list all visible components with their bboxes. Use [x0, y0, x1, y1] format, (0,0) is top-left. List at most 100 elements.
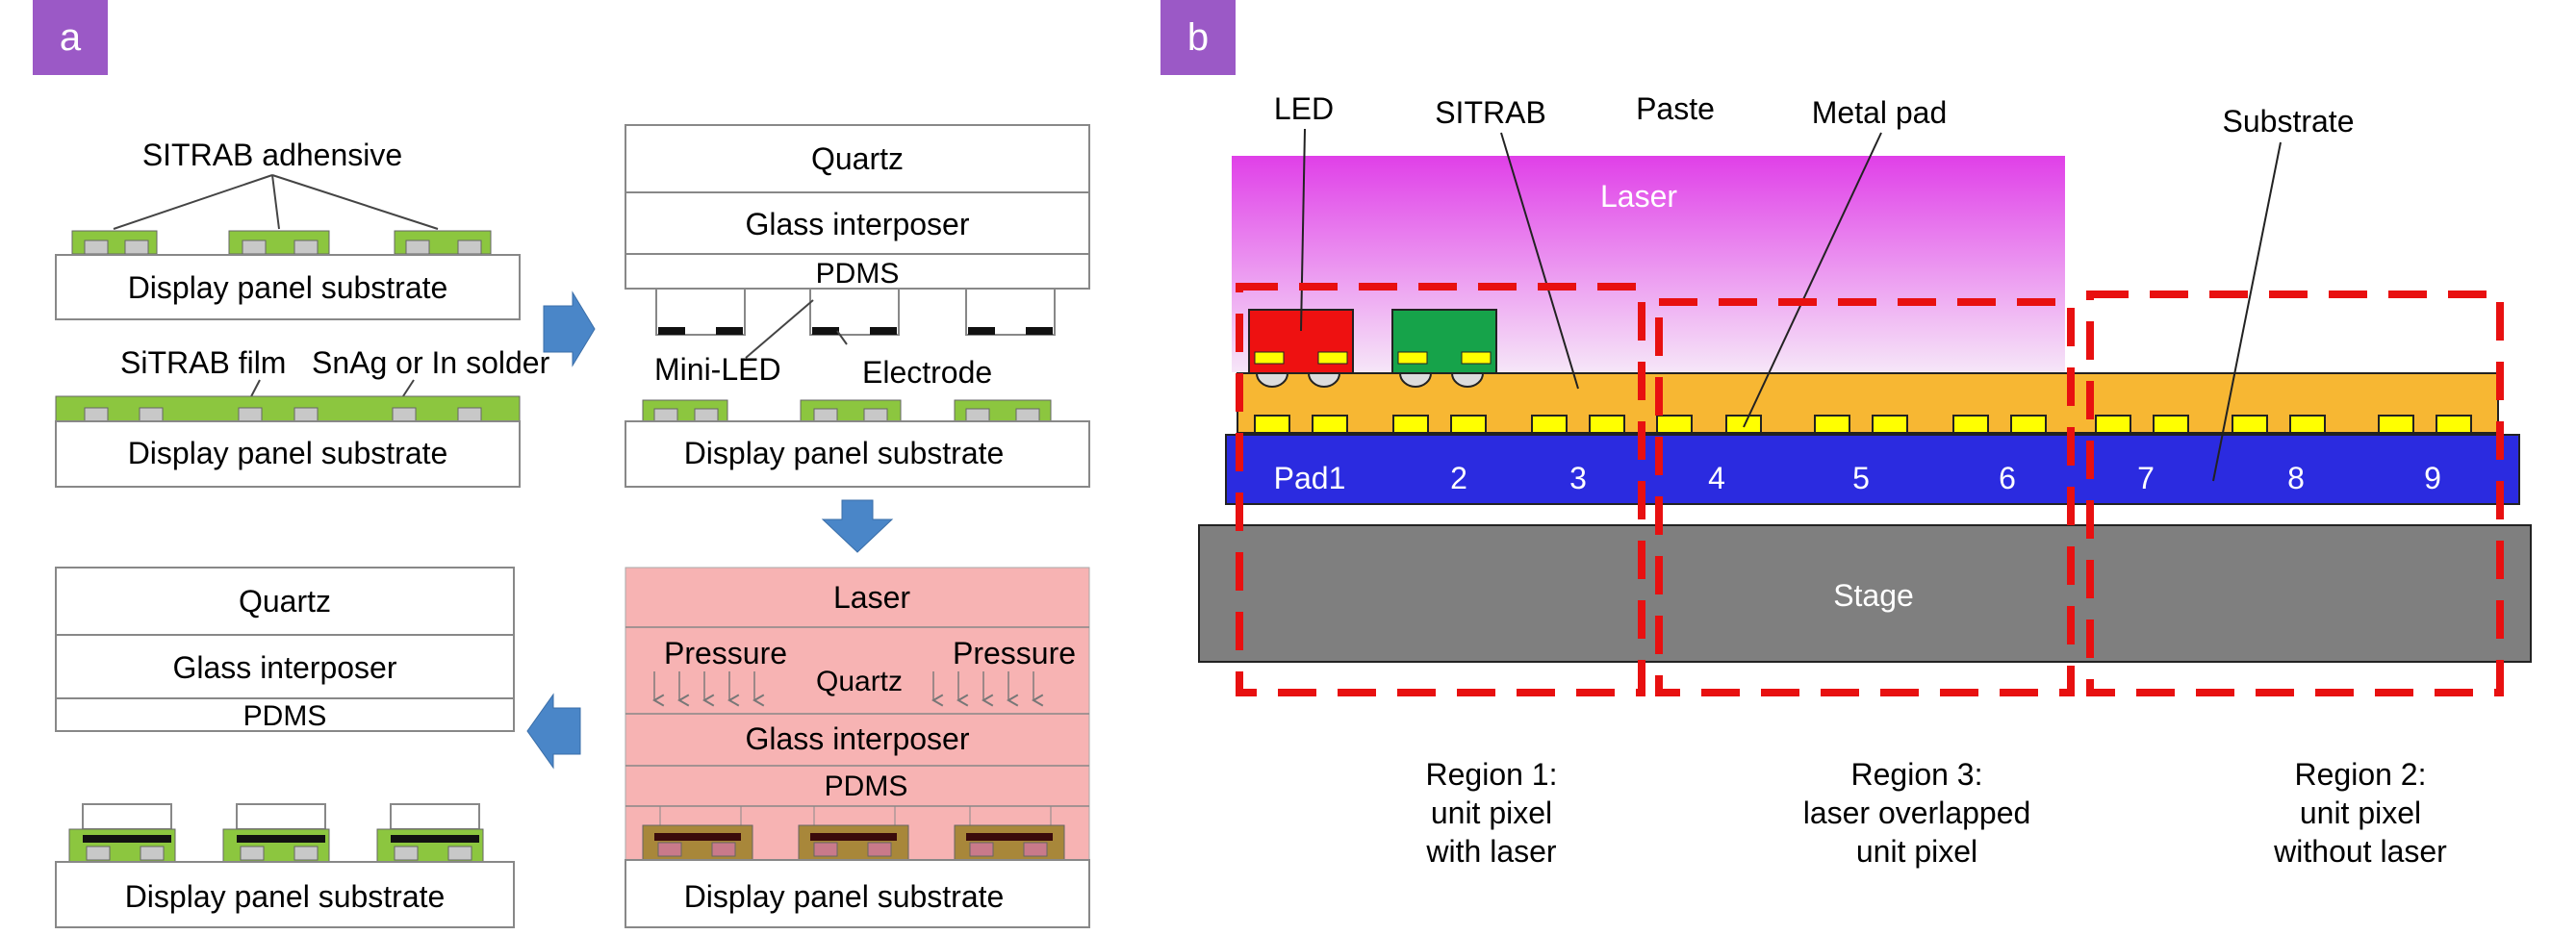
led-label: LED [1274, 91, 1334, 126]
electrode [391, 835, 479, 843]
stage [1198, 524, 2532, 663]
arrow-right-icon [543, 291, 596, 367]
region-1-caption: Region 1: unit pixel with laser [1425, 757, 1557, 869]
region-3-box [1655, 298, 2075, 696]
panel-a: a SITRAB adhensive Display panel substra… [33, 0, 1090, 928]
pressure-arrows [652, 671, 1044, 707]
glass-label: Glass interposer [746, 207, 970, 241]
transferred-led [390, 803, 480, 830]
sitrab-film [55, 395, 521, 422]
glass-label: Glass interposer [746, 721, 970, 756]
solder-pad [240, 846, 265, 861]
step3: Quartz Glass interposer PDMS Mini-LED El… [625, 124, 1090, 488]
leader-line [2212, 141, 2282, 482]
electrode [237, 835, 325, 843]
solder-pad [965, 408, 990, 422]
solder-pad [1015, 408, 1040, 422]
arrow-down-icon [821, 499, 894, 553]
electrode [658, 327, 685, 335]
electrode [968, 327, 995, 335]
solder-pad [653, 408, 678, 422]
pressure-left-label: Pressure [664, 636, 787, 670]
region-3-caption: Region 3: laser overlapped unit pixel [1803, 757, 2031, 869]
pdms-layer [625, 253, 1090, 290]
leader-line [271, 174, 439, 230]
electrode [654, 833, 741, 841]
pdms-label: PDMS [816, 258, 900, 290]
quartz-layer [55, 567, 515, 636]
metal-pad [2378, 415, 2414, 434]
stage-label: Stage [1833, 578, 1914, 613]
solder-pad [84, 240, 109, 255]
region-2-caption: Region 2: unit pixel without laser [2273, 757, 2447, 869]
solder-pad [293, 240, 319, 255]
electrode [1026, 327, 1053, 335]
arrow-left-icon [526, 693, 581, 770]
region-1-box [1236, 283, 1645, 696]
solder-pad [457, 407, 482, 422]
quartz-label: Quartz [816, 666, 903, 697]
solder-pad [140, 846, 165, 861]
solder-pad [84, 407, 109, 422]
metal-pad [1450, 415, 1487, 434]
paste-label: Paste [1636, 91, 1715, 126]
region-boxes [1236, 283, 2504, 696]
display-substrate [55, 861, 515, 928]
leader-line [745, 299, 814, 359]
metal-pad [2232, 415, 2268, 434]
solder-bump [1255, 372, 1289, 388]
substrate-label: Display panel substrate [128, 436, 448, 470]
electrode [83, 835, 171, 843]
pdms-label: PDMS [825, 771, 908, 802]
region-2-line3: without laser [2273, 834, 2447, 869]
electrode [716, 327, 743, 335]
region-2-title: Region 2: [2295, 757, 2427, 792]
laser-beam [1232, 156, 2065, 372]
solder-pad [242, 240, 267, 255]
leader-line [1300, 128, 1306, 332]
pad-label-5: 5 [1852, 461, 1870, 495]
solder-bump [1307, 372, 1341, 388]
panel-b-badge-label: b [1187, 16, 1209, 59]
metal-pad [1872, 415, 1908, 434]
leader-line [1743, 132, 1882, 428]
display-substrate [55, 420, 521, 488]
metal-pad-label: Metal pad [1812, 95, 1948, 130]
solder-bump [1398, 372, 1433, 388]
step4: Laser Pressure Pressure Quartz Glass int… [625, 567, 1090, 928]
sitrab-label: SITRAB [1435, 95, 1546, 130]
substrate-label: Display panel substrate [128, 270, 448, 305]
laser-label: Laser [1600, 179, 1677, 214]
panel-a-badge-label: a [60, 16, 82, 59]
solder-pad [293, 846, 319, 861]
step2: SiTRAB film SnAg or In solder Display pa… [55, 345, 550, 488]
pad-number-labels: Pad1 2 3 4 5 6 7 8 9 [1274, 461, 2441, 495]
solder-pad [394, 846, 419, 861]
leader-line [836, 330, 848, 345]
electrode [966, 833, 1053, 841]
metal-pad [2289, 415, 2326, 434]
pad-label-3: 3 [1569, 461, 1587, 495]
electrode [870, 327, 897, 335]
solder-pad [813, 842, 838, 857]
metal-pad [1392, 415, 1429, 434]
metal-pad [1725, 415, 1762, 434]
quartz-label: Quartz [811, 141, 904, 176]
electrode-label: Electrode [862, 355, 992, 390]
metal-pad [1952, 415, 1989, 434]
solder-pad [447, 846, 472, 861]
pad-label-7: 7 [2137, 461, 2155, 495]
solder-label: SnAg or In solder [312, 345, 550, 380]
leader-line [1500, 132, 1579, 390]
region-1-line2: unit pixel [1431, 796, 1552, 830]
metal-pad [2010, 415, 2047, 434]
pdms-label: PDMS [243, 700, 327, 732]
solder-pad [863, 408, 888, 422]
solder-pad [813, 408, 838, 422]
glass-layer [625, 191, 1090, 255]
pdms-layer [55, 697, 515, 732]
substrate-label: Display panel substrate [684, 879, 1005, 914]
glass-layer [55, 634, 515, 699]
substrate-label: Display panel substrate [684, 436, 1005, 470]
